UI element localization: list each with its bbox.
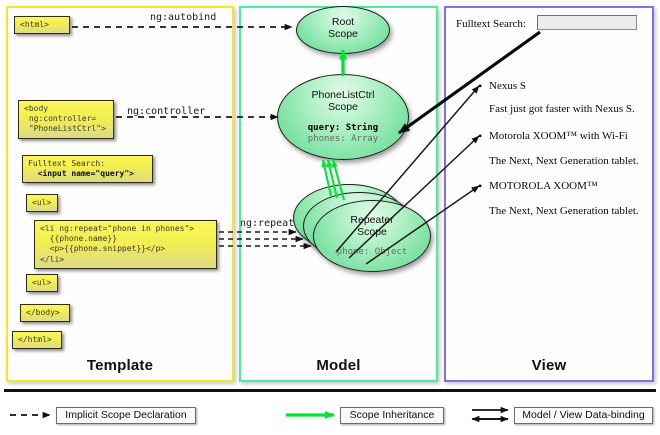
scope-phonelistctrl-scope: PhoneListCtrl Scope query: String phones… [277, 74, 409, 160]
column-view: View [444, 6, 654, 382]
view-phone-snippet: The Next, Next Generation tablet. [489, 205, 639, 217]
code-box-body-open: <body ng:controller= "PhoneListCtrl"> [18, 100, 114, 139]
scope-title-line1: Root [331, 16, 355, 28]
column-label-view: View [531, 357, 567, 374]
legend-model-view-data-binding: Model / View Data-binding [514, 407, 653, 424]
code-line: </li> [40, 254, 65, 264]
code-line: ng:controller= [24, 114, 97, 124]
view-phone-snippet: Fast just got faster with Nexus S. [489, 103, 635, 115]
code-box-li-repeat: <li ng:repeat="phone in phones"> {{phone… [34, 220, 217, 269]
legend-scope-inheritance: Scope Inheritance [340, 407, 444, 424]
code-line: <body [24, 104, 49, 113]
view-phone-name: Motorola XOOM™ with Wi-Fi [478, 129, 628, 144]
code-line: {{phone.name}} [40, 234, 118, 244]
scope-prop-phones: phones: Array [307, 134, 379, 144]
scope-title-line2: Scope [328, 28, 358, 41]
scope-title-line2: Scope [328, 101, 358, 114]
fulltext-search-label: Fulltext Search: [28, 159, 106, 168]
code-box-html-open: <html> [14, 16, 70, 35]
scope-title-line1: Repeater [350, 214, 394, 226]
column-label-model: Model [316, 357, 361, 374]
code-box-ul-close: <ul> [26, 274, 58, 293]
view-search-input[interactable] [537, 15, 637, 30]
fulltext-search-input-code: <input name="query"> [28, 169, 134, 179]
code-box-fulltext-search: Fulltext Search: <input name="query"> [22, 155, 153, 184]
code-box-body-close: </body> [20, 304, 70, 323]
connector-label-repeat: ng:repeat [240, 218, 295, 229]
connector-label-controller: ng:controller [127, 106, 206, 117]
scope-title-line2: Scope [357, 226, 387, 239]
view-phone-name: MOTOROLA XOOM™ [478, 179, 598, 194]
scope-root-scope: Root Scope [296, 6, 390, 54]
code-box-html-close: </html> [12, 331, 62, 350]
view-phone-snippet: The Next, Next Generation tablet. [489, 155, 639, 167]
view-search-label: Fulltext Search: [456, 18, 526, 30]
connector-label-autobind: ng:autobind [150, 12, 217, 23]
code-line: <li ng:repeat="phone in phones"> [40, 224, 195, 233]
scope-prop-query: query: String [307, 122, 379, 133]
bottom-divider [4, 389, 656, 392]
scope-prop-phone: phone: Object [336, 246, 408, 257]
code-line: "PhoneListCtrl"> [24, 124, 106, 134]
scope-repeater-scope: Repeater Scope phone: Object [313, 200, 431, 272]
column-label-template: Template [86, 357, 154, 374]
scope-title-line1: PhoneListCtrl [311, 89, 375, 101]
legend-implicit-scope-declaration: Implicit Scope Declaration [56, 407, 196, 424]
view-phone-name: Nexus S [478, 79, 526, 94]
code-box-ul-open: <ul> [26, 194, 58, 213]
code-line: <p>{{phone.snippet}}</p> [40, 244, 166, 254]
